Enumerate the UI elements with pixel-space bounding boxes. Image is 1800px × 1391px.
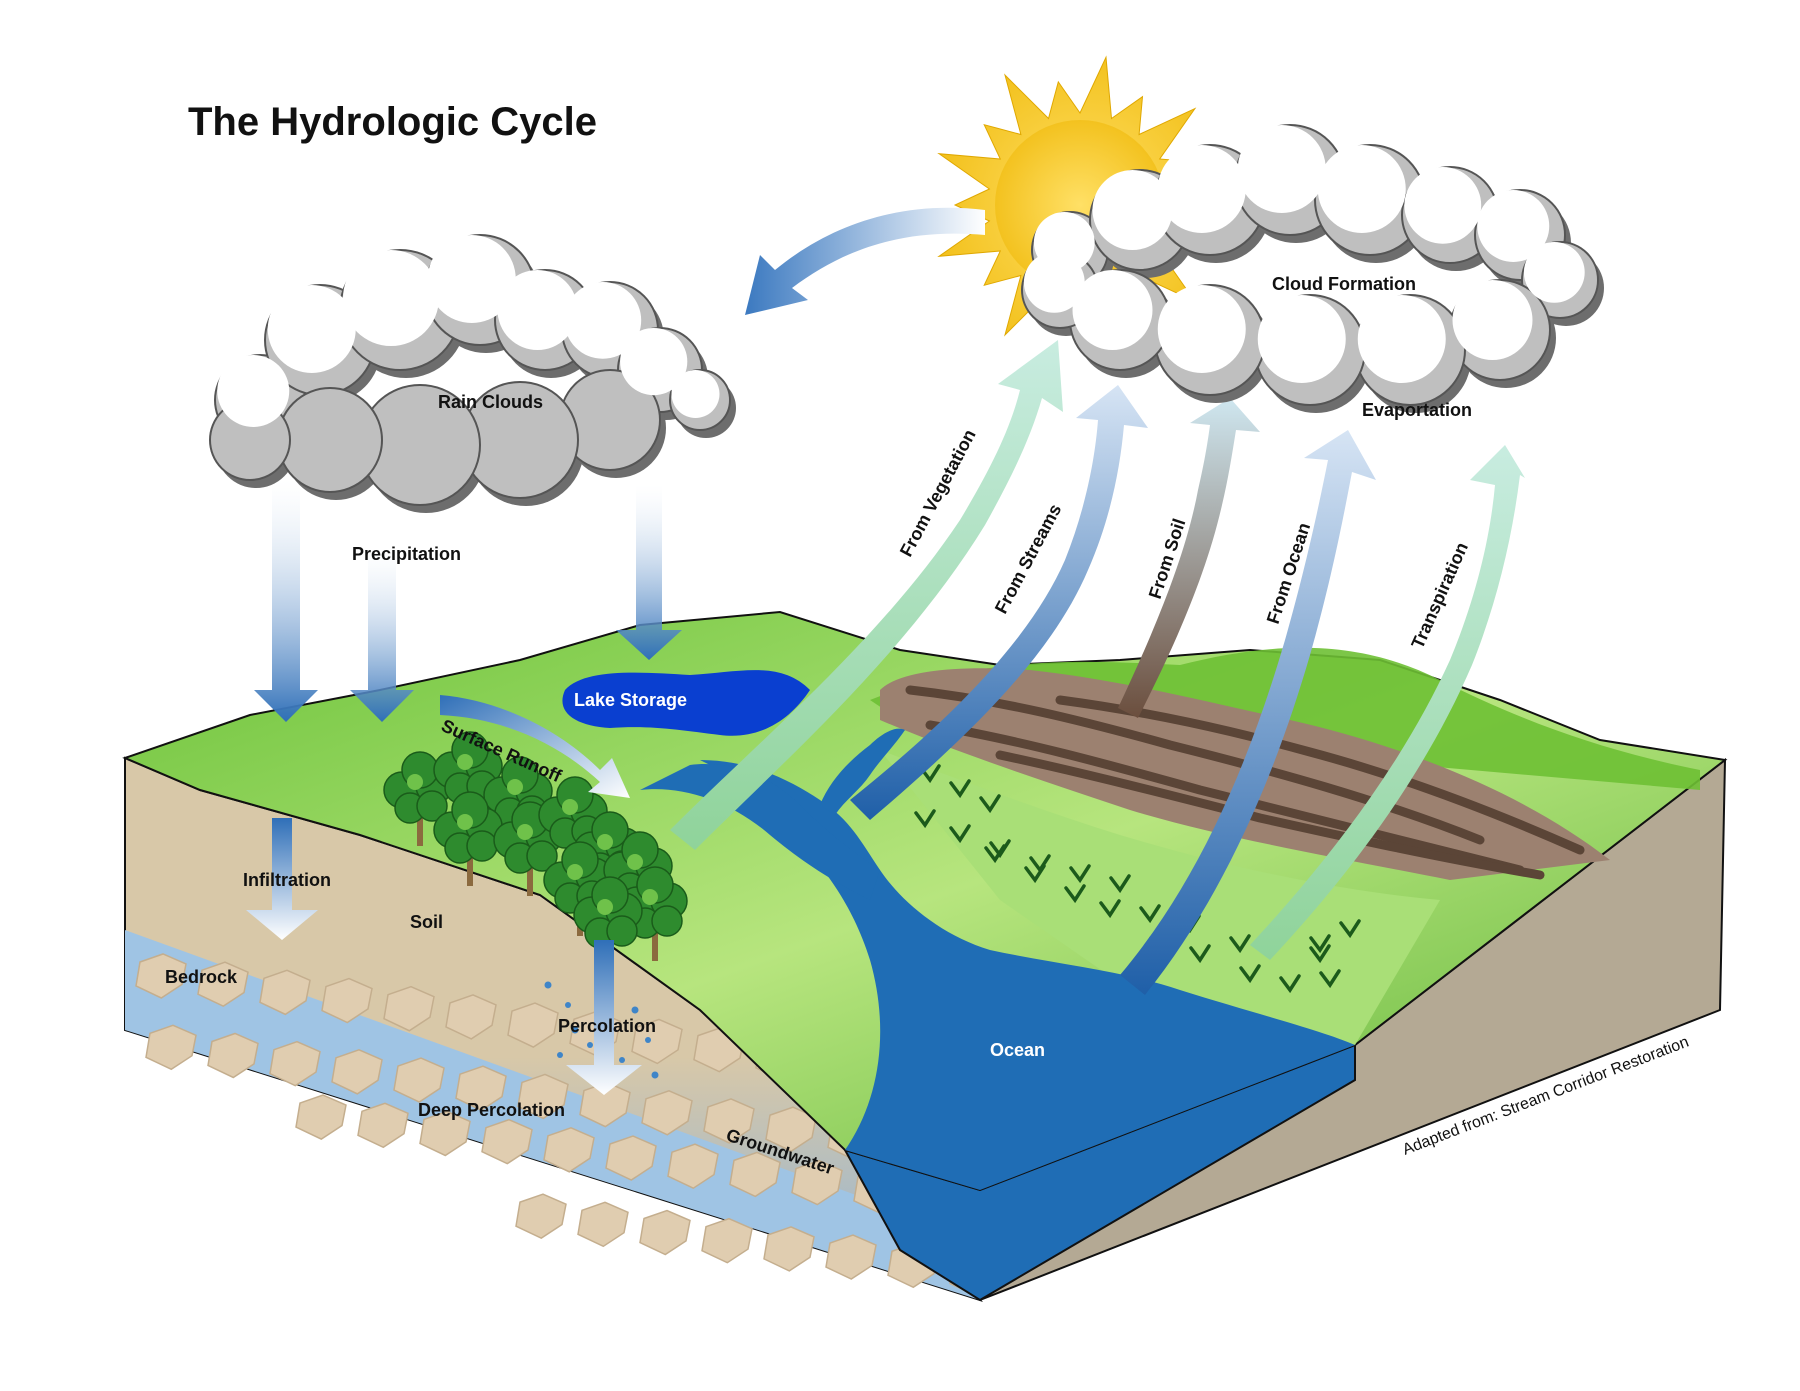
- label-infiltration: Infiltration: [243, 870, 331, 890]
- precipitation-arrows: [254, 480, 682, 722]
- from-soil-arrow: [1118, 398, 1260, 718]
- cloud-formation-clouds: [1021, 124, 1604, 413]
- label-percolation: Percolation: [558, 1016, 656, 1036]
- trees: [383, 731, 688, 971]
- percolation-arrow: [566, 940, 642, 1095]
- precip-arrow-1: [254, 480, 318, 722]
- stream: [640, 764, 880, 900]
- tree: [433, 791, 503, 886]
- formation-cloud-group: [1021, 124, 1604, 413]
- surface-runoff-arrow: [440, 695, 630, 798]
- tree: [573, 876, 643, 971]
- label-cloud-formation: Cloud Formation: [1272, 274, 1416, 294]
- label-ocean: Ocean: [990, 1040, 1045, 1060]
- rain-clouds: [209, 234, 736, 513]
- stream-upper: [820, 728, 905, 815]
- cloud-transport-arrow: [745, 207, 985, 315]
- precip-arrow-3: [616, 485, 682, 660]
- lake: [562, 670, 810, 736]
- from-ocean-arrow: [1120, 430, 1376, 995]
- from-streams-arrow: [850, 385, 1148, 820]
- precip-arrow-2: [350, 550, 414, 722]
- label-precipitation: Precipitation: [352, 544, 461, 564]
- diagram-title: The Hydrologic Cycle: [188, 100, 597, 144]
- label-bedrock: Bedrock: [165, 967, 238, 987]
- label-deep-percolation: Deep Percolation: [418, 1100, 565, 1120]
- label-soil: Soil: [410, 912, 443, 932]
- label-lake-storage: Lake Storage: [574, 690, 687, 710]
- percolation-droplets: [544, 981, 659, 1079]
- label-evaporation: Evaportation: [1362, 400, 1472, 420]
- grass-field: [880, 750, 1440, 1045]
- from-vegetation-arrow: [670, 340, 1063, 850]
- tree: [543, 841, 613, 936]
- rain-cloud-group: [209, 234, 736, 513]
- transpiration-arrow: [1250, 445, 1525, 960]
- label-rain-clouds: Rain Clouds: [438, 392, 543, 412]
- tree: [433, 731, 503, 826]
- infiltration-arrow: [246, 818, 318, 940]
